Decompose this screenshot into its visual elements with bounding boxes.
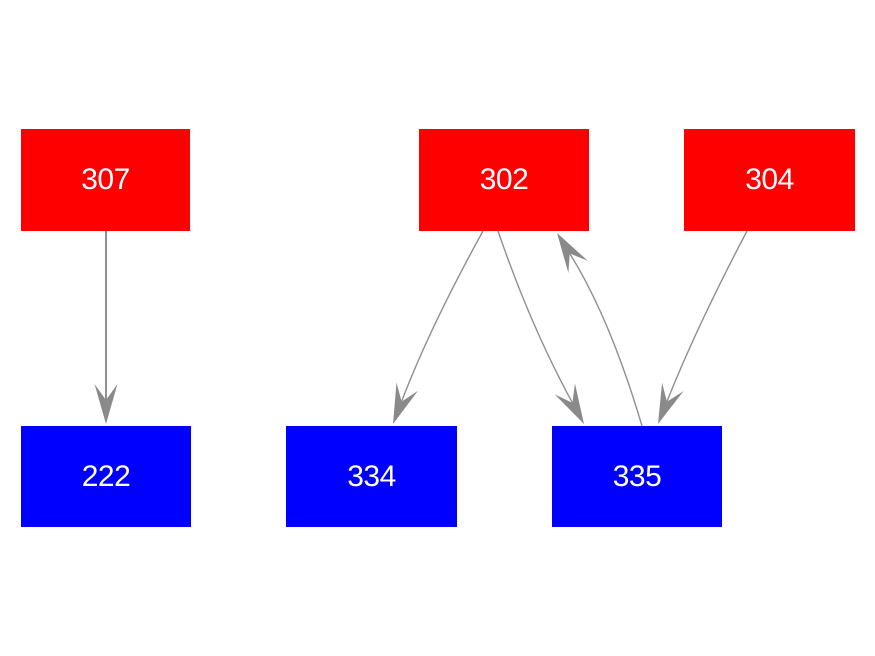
node-302[interactable]: 302 [419,129,589,231]
arrowhead-302-335 [554,383,584,424]
node-222[interactable]: 222 [21,426,191,527]
node-335[interactable]: 335 [552,426,722,527]
node-302-label: 302 [479,163,529,196]
node-335-label: 335 [612,459,662,493]
edge-302-334 [400,230,484,402]
node-222-label: 222 [81,459,131,493]
edge-335-302 [569,252,643,427]
edge-304-335 [666,230,748,402]
node-334-label: 334 [347,459,396,493]
node-334[interactable]: 334 [286,426,457,527]
node-307-label: 307 [81,163,130,196]
arrowhead-307-222 [94,384,118,424]
arrowhead-304-335 [658,382,684,424]
arrowhead-302-334 [393,382,418,424]
node-307[interactable]: 307 [21,129,190,231]
node-304[interactable]: 304 [684,129,855,231]
arrowhead-335-302 [557,233,588,273]
edge-302-335 [497,230,574,404]
node-304-label: 304 [745,163,794,196]
